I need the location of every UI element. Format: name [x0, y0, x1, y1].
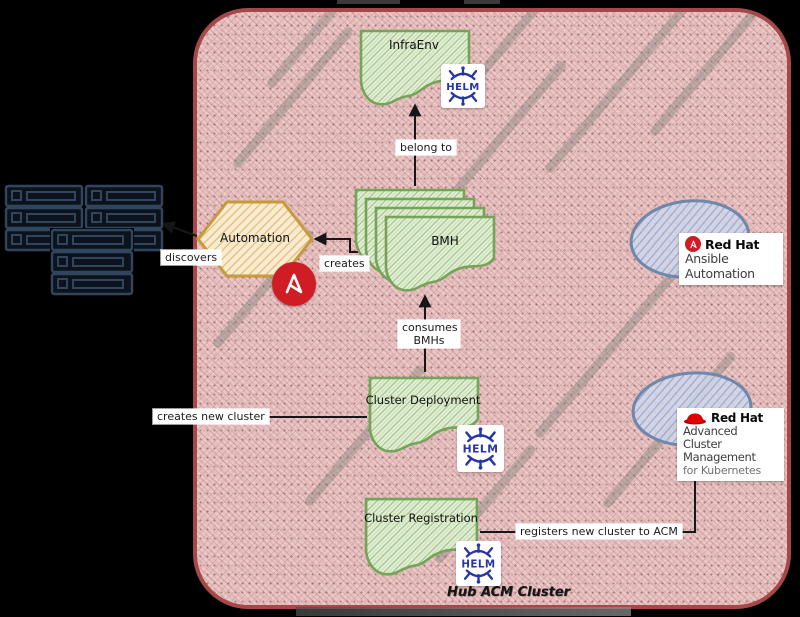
- node-cluster-deployment-label: Cluster Deployment: [365, 393, 481, 407]
- hub-acm-cluster-container: [193, 8, 791, 609]
- edge-label-consumes-line1: consumes: [402, 321, 458, 334]
- bottom-shadow: [296, 607, 631, 616]
- server-rack-icon: [4, 184, 164, 298]
- redhat-brand-text: Red Hat: [705, 236, 760, 252]
- helm-badge: HELM: [441, 64, 485, 108]
- acm-product-line2: Management: [683, 450, 756, 464]
- helm-badge-text: HELM: [446, 82, 479, 93]
- acm-product-line3: for Kubernetes: [683, 464, 762, 477]
- ansible-product-line2: Automation: [685, 265, 755, 281]
- helm-badge-text: HELM: [461, 559, 495, 571]
- ansible-a-icon: [685, 236, 701, 252]
- node-infraenv-label: InfraEnv: [389, 38, 439, 52]
- redhat-acm-badge: Red Hat Advanced Cluster Management for …: [677, 408, 784, 481]
- helm-badge: HELM: [457, 425, 504, 472]
- node-cluster-registration-label: Cluster Registration: [364, 511, 478, 525]
- sketch-streak: [231, 25, 355, 170]
- redhat-brand-text: Red Hat: [711, 411, 763, 425]
- edge-label-consumes-line2: BMHs: [413, 334, 445, 347]
- ship-wheel-icon: HELM: [446, 66, 479, 106]
- edge-label-belong-to: belong to: [396, 140, 457, 155]
- acm-product-line1: Advanced Cluster: [683, 424, 738, 451]
- edge-label-creates-new-cluster: creates new cluster: [153, 409, 269, 424]
- helm-badge-text: HELM: [463, 443, 499, 456]
- ansible-a-icon: [272, 262, 316, 306]
- ship-wheel-icon: HELM: [463, 427, 499, 470]
- hub-acm-cluster-caption: Hub ACM Cluster: [447, 585, 571, 600]
- edge-label-discovers: discovers: [161, 250, 222, 265]
- edge-label-creates: creates: [320, 256, 369, 271]
- ship-wheel-icon: HELM: [461, 543, 495, 584]
- node-bmh: [384, 215, 496, 292]
- fedora-hat-icon: [684, 413, 706, 425]
- edge-label-consumes-bmhs: consumes BMHs: [398, 320, 460, 348]
- node-automation-label: Automation: [220, 231, 290, 245]
- node-bmh-label: BMH: [431, 234, 459, 248]
- node-automation: [196, 200, 314, 278]
- helm-badge: HELM: [456, 541, 501, 586]
- ansible-product-line1: Ansible: [685, 251, 729, 266]
- redhat-ansible-badge: Red Hat Ansible Automation: [679, 233, 783, 285]
- top-crop-artifact: [464, 0, 500, 4]
- edge-label-registers-new-cluster: registers new cluster to ACM: [516, 524, 682, 539]
- top-crop-artifact: [337, 0, 400, 4]
- sketch-streak: [473, 12, 584, 82]
